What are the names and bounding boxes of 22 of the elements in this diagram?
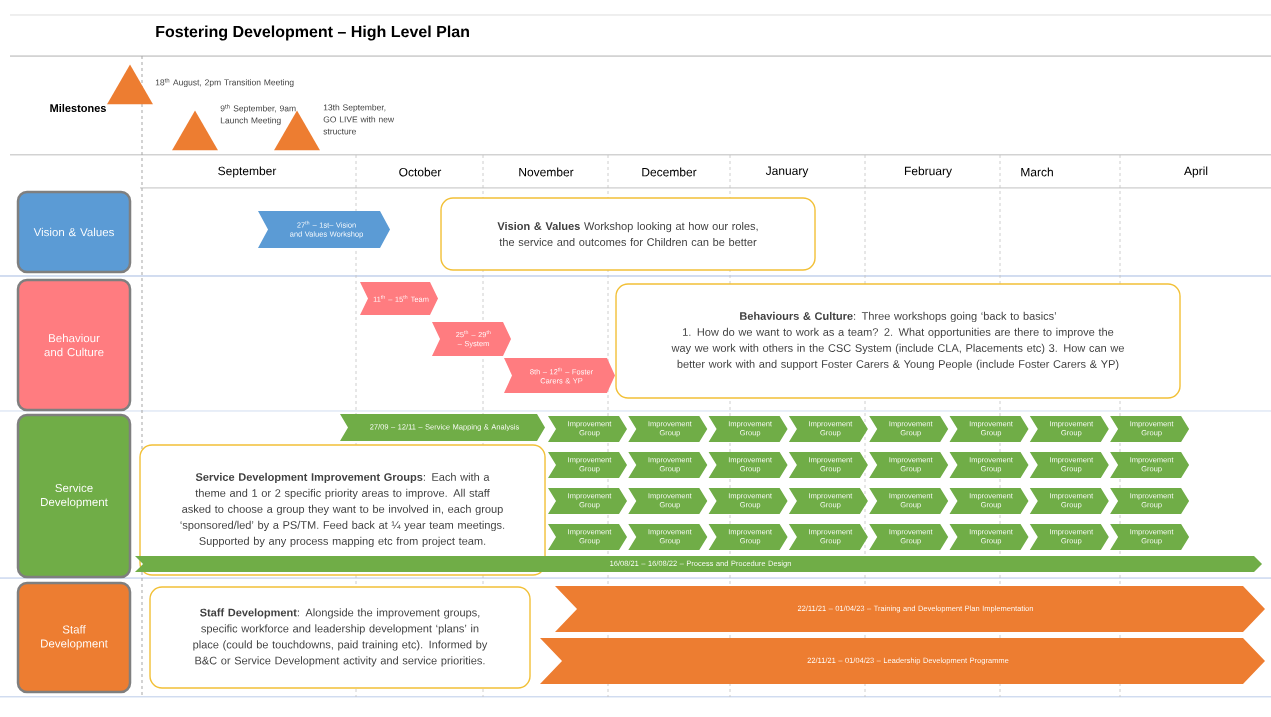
month-label: September	[218, 166, 277, 178]
milestone-label: 9$^{th}$ September, 9am Launch Meeting	[220, 104, 296, 126]
milestone-label: 13th September, GO LIVE with new structure	[323, 104, 395, 135]
month-label: March	[1021, 167, 1053, 177]
row-header: Service Development	[16, 413, 132, 579]
callout-box: Vision & Values Workshop looking at how our roles, the service and outcomes for Children can be better	[440, 197, 816, 271]
callout-box: Behaviours & Culture: Three workshops going ‘back to basics’ 1. How do we want to work as a team? 2. What opportunities are there to improve the way we work with others in the CSC System (include CLA, Placements etc) 3. How can we better work with and support Foster Carers & Young People (include Foster Carers & YP)	[615, 283, 1181, 399]
month-label: February	[905, 166, 952, 178]
row-header: Staff Development	[16, 581, 132, 694]
month-label: December	[642, 167, 697, 177]
milestone-triangle	[172, 110, 218, 151]
row-header: Vision & Values	[16, 190, 132, 274]
milestone-triangle	[107, 64, 153, 105]
month-label: January	[765, 166, 809, 178]
milestone-label: 18$^{th}$ August, 2pm Transition Meeting	[155, 78, 294, 88]
month-label: November	[519, 167, 574, 177]
callout-box: Staff Development: Alongside the improvement groups, specific workforce and leadership development ‘plans’ in place (could be touchdowns, paid training etc). Informed by B&C or Service Development activity and service priorities.	[149, 586, 531, 689]
row-header: Behaviour and Culture	[16, 278, 132, 412]
row-heading: Milestones	[50, 103, 106, 113]
month-label: April	[1184, 166, 1208, 178]
month-label: October	[399, 167, 442, 177]
title: Fostering Development – High Level Plan	[156, 25, 469, 41]
